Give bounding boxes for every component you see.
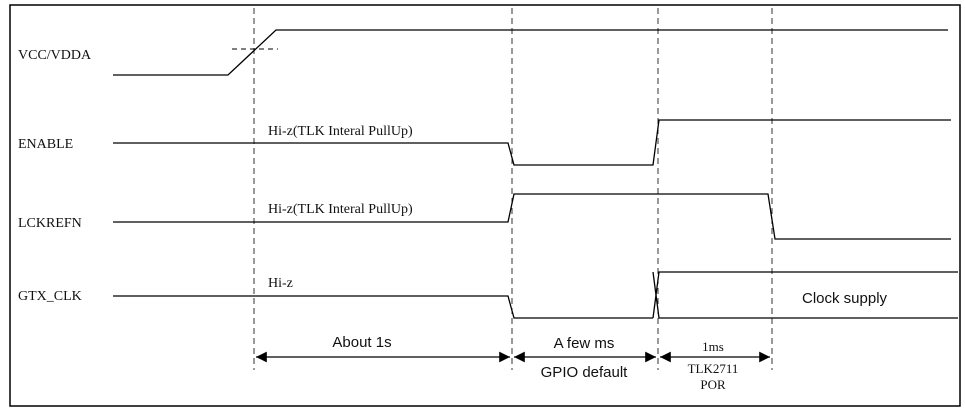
lckrefn-annotation: Hi-z(TLK Interal PullUp): [268, 202, 413, 217]
signal-label-enable: ENABLE: [18, 137, 73, 152]
interval-label-por: POR: [700, 377, 726, 392]
gtx-clock-rail-high: [652, 271, 958, 319]
signal-label-vcc: VCC/VDDA: [18, 48, 92, 63]
gtx-annotation: Hi-z: [268, 276, 293, 291]
enable-annotation: Hi-z(TLK Interal PullUp): [268, 124, 413, 139]
clock-supply-label: Clock supply: [802, 290, 888, 307]
waveform-enable: [113, 119, 951, 166]
interval-label-tlk2711: TLK2711: [688, 361, 739, 376]
waveform-vcc: [113, 29, 948, 76]
interval-label-few-ms: A few ms: [554, 335, 615, 352]
diagram-frame: [9, 4, 961, 407]
gtx-clock-rail-low: [652, 271, 958, 319]
interval-label-gpio-default: GPIO default: [541, 364, 629, 381]
interval-label-about: About 1s: [332, 334, 391, 351]
interval-label-1ms: 1ms: [702, 339, 724, 354]
signal-label-lckrefn: LCKREFN: [18, 216, 82, 231]
waveform-gtx-clk: [113, 295, 653, 319]
signal-label-gtx-clk: GTX_CLK: [18, 289, 82, 304]
waveform-lckrefn: [113, 193, 951, 240]
